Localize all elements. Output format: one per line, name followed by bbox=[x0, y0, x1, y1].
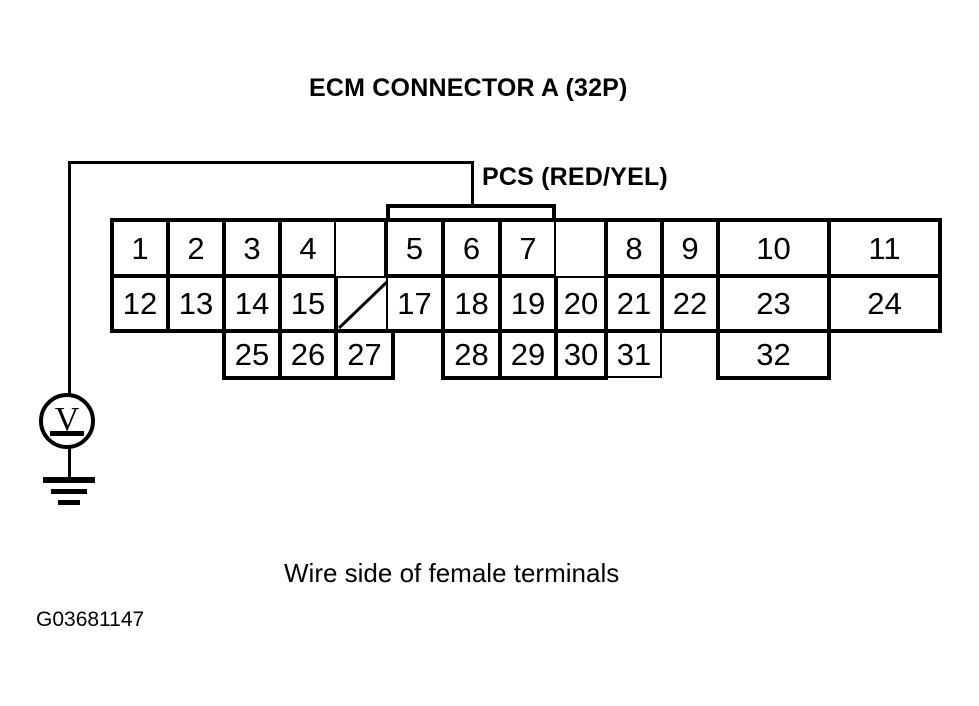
terminal-cell: 14 bbox=[224, 276, 280, 331]
terminal-cell: 25 bbox=[224, 331, 280, 378]
ground-bar-3 bbox=[58, 500, 80, 505]
meter-stem-wire bbox=[68, 444, 71, 478]
terminal-number: 30 bbox=[563, 337, 599, 372]
terminal-cell: 4 bbox=[280, 220, 336, 276]
terminal-cell: 27 bbox=[336, 331, 393, 378]
terminal-cell: 12 bbox=[112, 276, 168, 331]
terminal-cell: 6 bbox=[443, 220, 500, 276]
terminal-cell: 15 bbox=[280, 276, 336, 331]
pcs-wire-label: PCS (RED/YEL) bbox=[482, 163, 668, 191]
pcs-drop-wire bbox=[471, 161, 474, 209]
ground-bar-1 bbox=[43, 477, 95, 483]
terminal-cell: 21 bbox=[606, 276, 662, 331]
terminal-number: 32 bbox=[756, 337, 791, 372]
terminal-number: 31 bbox=[616, 337, 652, 372]
terminal-number: 1 bbox=[131, 230, 149, 266]
terminal-cell: 11 bbox=[829, 220, 940, 276]
terminal-number: 4 bbox=[299, 230, 317, 266]
terminal-number: 18 bbox=[454, 286, 489, 321]
terminal-cell: 29 bbox=[500, 331, 556, 378]
terminal-number: 21 bbox=[616, 286, 652, 321]
terminal-number: 23 bbox=[756, 286, 791, 321]
terminal-cell: 17 bbox=[386, 276, 443, 331]
terminal-number: 24 bbox=[867, 286, 902, 321]
terminal-cell: 30 bbox=[556, 331, 606, 378]
terminal-cell: 5 bbox=[386, 220, 443, 276]
terminal-number: 22 bbox=[672, 286, 708, 321]
terminal-number: 12 bbox=[122, 286, 158, 321]
terminal-cell: 19 bbox=[500, 276, 556, 331]
terminal-cell: 2 bbox=[168, 220, 224, 276]
terminal-number: 11 bbox=[868, 230, 901, 266]
ground-bar-2 bbox=[51, 489, 87, 494]
terminal-cell: 31 bbox=[606, 331, 662, 378]
terminal-number: 27 bbox=[347, 337, 382, 372]
terminal-number: 3 bbox=[243, 230, 261, 266]
terminal-number: 13 bbox=[178, 286, 214, 321]
voltmeter-underline bbox=[50, 431, 84, 436]
terminal-number: 25 bbox=[234, 337, 270, 372]
diagram-caption: Wire side of female terminals bbox=[284, 558, 620, 588]
terminal-cell: 10 bbox=[718, 220, 829, 276]
terminal-number: 9 bbox=[681, 230, 699, 266]
figure-id-label: G03681147 bbox=[36, 608, 145, 631]
terminal-cell: 7 bbox=[500, 220, 556, 276]
terminal-cell: 22 bbox=[662, 276, 718, 331]
terminal-cell-empty bbox=[336, 276, 393, 331]
terminal-number: 26 bbox=[290, 337, 326, 372]
page-title: ECM CONNECTOR A (32P) bbox=[309, 74, 628, 102]
terminal-cell: 18 bbox=[443, 276, 500, 331]
terminal-number: 15 bbox=[290, 286, 326, 321]
terminal-cell: 13 bbox=[168, 276, 224, 331]
terminal-number: 28 bbox=[454, 337, 489, 372]
terminal-cell: 23 bbox=[718, 276, 829, 331]
terminal-cell: 26 bbox=[280, 331, 336, 378]
terminal-number: 2 bbox=[187, 230, 205, 266]
terminal-number: 6 bbox=[462, 230, 481, 266]
terminal-number: 10 bbox=[756, 230, 791, 266]
terminal-number: 19 bbox=[510, 286, 546, 321]
terminal-cell: 24 bbox=[829, 276, 940, 331]
terminal-cell: 20 bbox=[556, 276, 606, 331]
terminal-number: 29 bbox=[510, 337, 546, 372]
terminal-cell: 3 bbox=[224, 220, 280, 276]
terminal-number: 8 bbox=[625, 230, 643, 266]
left-drop-wire bbox=[68, 161, 71, 401]
terminal-number: 20 bbox=[563, 286, 599, 321]
terminal-cell: 1 bbox=[112, 220, 168, 276]
terminal-number: 17 bbox=[397, 286, 432, 321]
terminal-number: 7 bbox=[519, 230, 537, 266]
terminal-cell: 32 bbox=[718, 331, 829, 378]
voltmeter-symbol bbox=[39, 393, 95, 449]
unused-terminal-slash-icon bbox=[338, 278, 391, 329]
top-lead-wire bbox=[68, 161, 474, 164]
terminal-cell: 8 bbox=[606, 220, 662, 276]
terminal-cell: 28 bbox=[443, 331, 500, 378]
terminal-number: 14 bbox=[234, 286, 270, 321]
terminal-number: 5 bbox=[405, 230, 424, 266]
terminal-cell: 9 bbox=[662, 220, 718, 276]
